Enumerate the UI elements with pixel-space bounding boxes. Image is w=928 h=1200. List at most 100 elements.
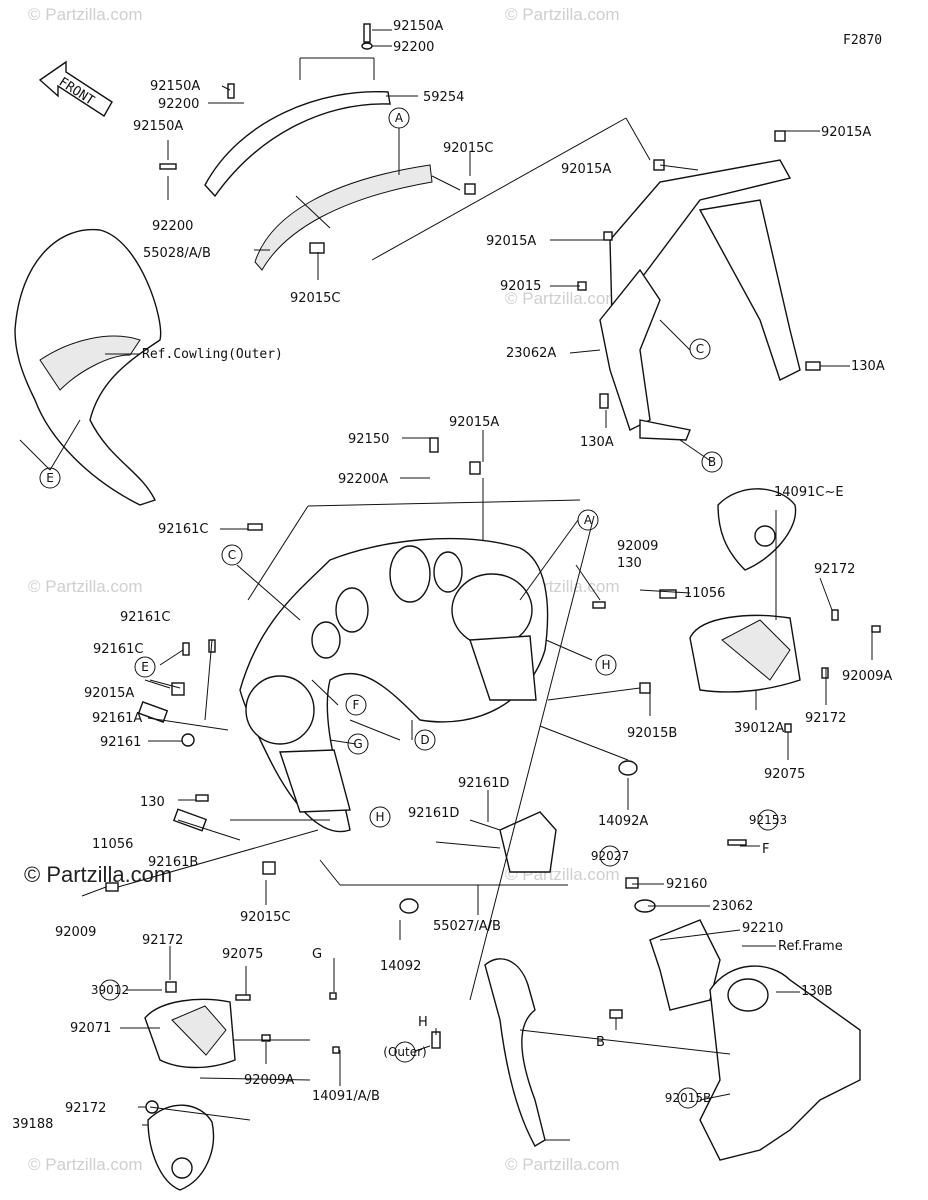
circled-letter-d-mid: D bbox=[414, 729, 436, 751]
callout-14091-a-b: 39188 bbox=[12, 1117, 53, 1132]
callout-92172-bottom: 92009A bbox=[244, 1073, 294, 1088]
watermark-bottom-left: © Partzilla.com bbox=[28, 1155, 143, 1174]
callout-92172-right: 92172 bbox=[814, 562, 855, 577]
bracket-assembly-part bbox=[577, 130, 821, 441]
callout-92015: 92015 bbox=[500, 279, 541, 294]
bracket-55027-part bbox=[499, 811, 557, 873]
svg-text:C: C bbox=[696, 342, 704, 356]
callout-92015a-left: 92015A bbox=[486, 234, 536, 249]
svg-text:A: A bbox=[584, 513, 593, 527]
svg-text:H: H bbox=[601, 658, 610, 672]
watermark-bottom-right: © Partzilla.com bbox=[505, 1155, 620, 1174]
watermark-upper-right: © Partzilla.com bbox=[505, 289, 620, 308]
callout-92009-left: 92009 bbox=[55, 925, 96, 940]
circled-letter-a-mid: A bbox=[577, 509, 599, 531]
circled-letter-g-bottom: 39012 bbox=[91, 979, 129, 1001]
svg-text:(Outer): (Outer) bbox=[383, 1045, 426, 1059]
callout-92071: 92172 bbox=[65, 1101, 106, 1116]
svg-text:92153: 92153 bbox=[749, 813, 787, 827]
svg-text:F: F bbox=[353, 698, 360, 712]
callout-92161c-top: 92161C bbox=[158, 522, 208, 537]
callout-92160: 23062 bbox=[712, 899, 753, 914]
callout-130-right: 130 bbox=[617, 556, 642, 571]
callout-92161a: 92161A bbox=[92, 711, 142, 726]
svg-text:B: B bbox=[708, 455, 716, 469]
callout-23062: 92210 bbox=[742, 921, 783, 936]
circled-letter-a-top: A bbox=[388, 107, 410, 129]
panel-cover-left-part bbox=[147, 1104, 215, 1191]
watermark-top-right: © Partzilla.com bbox=[505, 5, 620, 24]
callout-11056-left: 11056 bbox=[92, 837, 133, 852]
callout-ref-frame: 130B bbox=[801, 984, 832, 999]
callout-92172-right2: 92172 bbox=[805, 711, 846, 726]
callout-92161: 92161 bbox=[100, 735, 141, 750]
callout-92075-right: 92075 bbox=[764, 767, 805, 782]
callout-14091c-e: 14091C~E bbox=[774, 485, 844, 500]
svg-text:D: D bbox=[420, 733, 429, 747]
callout-92210: Ref.Frame bbox=[778, 939, 843, 954]
callout-92161d-top: 92161D bbox=[458, 776, 509, 791]
speaker-housing-right-part bbox=[689, 614, 801, 693]
svg-text:E: E bbox=[141, 660, 149, 674]
callout-92200a: 92200A bbox=[338, 472, 388, 487]
callout-130a-right: 130A bbox=[851, 359, 885, 374]
callout-92015a-mid: 92015A bbox=[561, 162, 611, 177]
callout-92015c-lower: 92015C bbox=[240, 910, 290, 925]
small-hardware bbox=[105, 437, 881, 1114]
circled-letter-b-bottom: 92015B bbox=[665, 1087, 711, 1109]
callout-92150a-left2: 92150A bbox=[133, 119, 183, 134]
callout-130-left: 130 bbox=[140, 795, 165, 810]
callout-39012: 92071 bbox=[70, 1021, 111, 1036]
callout-92161b: 92161B bbox=[148, 855, 198, 870]
circled-letter-f-right: 92027 bbox=[591, 845, 629, 867]
circled-letter-d-right: 92153 bbox=[749, 809, 787, 831]
callout-23062a: 23062A bbox=[506, 346, 556, 361]
svg-text:H: H bbox=[375, 810, 384, 824]
callout-92200-left2: 92200 bbox=[152, 219, 193, 234]
svg-text:C: C bbox=[228, 548, 236, 562]
callout-92009-right: 92009 bbox=[617, 539, 658, 554]
callout-92075-left: G bbox=[312, 947, 322, 962]
circled-letter-c-top: C bbox=[689, 338, 711, 360]
svg-text:A: A bbox=[395, 111, 404, 125]
callout-92009a-bottom: 14091/A/B bbox=[312, 1089, 380, 1104]
circled-letter-c-mid: C bbox=[221, 544, 243, 566]
callout-92161c-mid2: 92161C bbox=[93, 642, 143, 657]
watermark-mid-left: © Partzilla.com bbox=[28, 577, 143, 596]
callout-92009a-right: 92009A bbox=[842, 669, 892, 684]
callout-92027: 92160 bbox=[666, 877, 707, 892]
callout-92015b-right: 92015B bbox=[627, 726, 677, 741]
circled-letter-e-mid: E bbox=[134, 656, 156, 678]
outer-cowling-lower-part bbox=[484, 958, 546, 1147]
callout-92015a-center: 92015A bbox=[449, 415, 499, 430]
circled-letter-e-top: E bbox=[39, 467, 61, 489]
watermark-top-left: © Partzilla.com bbox=[28, 5, 143, 24]
callout-92200-top: 92200 bbox=[393, 40, 434, 55]
front-arrow-icon: FRONT bbox=[38, 60, 113, 117]
windshield-trim-part bbox=[204, 90, 433, 271]
callout-130a-bottom: 130A bbox=[580, 435, 614, 450]
callout-59254: 59254 bbox=[423, 90, 464, 105]
svg-text:G: G bbox=[353, 737, 362, 751]
callout-92161d-bottom: 92161D bbox=[408, 806, 459, 821]
outer-cowling-left-part bbox=[14, 228, 162, 506]
inner-fairing-part bbox=[239, 537, 549, 833]
callout-92200-left: 92200 bbox=[158, 97, 199, 112]
callout-92015c-top: 92015C bbox=[443, 141, 493, 156]
callout-92153: F bbox=[762, 842, 769, 857]
circled-letter-h-mid: H bbox=[595, 654, 617, 676]
callout-39188: H bbox=[418, 1015, 428, 1030]
callout-ref-cowling-outer: Ref.Cowling(Outer) bbox=[142, 347, 283, 362]
callout-92150: 92150 bbox=[348, 432, 389, 447]
frame-assembly-part bbox=[609, 877, 861, 1161]
callout-92150a-left: 92150A bbox=[150, 79, 200, 94]
figure-code: F2870 bbox=[843, 33, 882, 48]
callout-92015a-leftmid: 92015A bbox=[84, 686, 134, 701]
circled-letter-h-bottom: (Outer) bbox=[383, 1041, 427, 1063]
callout-92015a-right: 92015A bbox=[821, 125, 871, 140]
circled-letter-h-mid2: H bbox=[369, 806, 391, 828]
callout-55027: 55027/A/B bbox=[433, 919, 501, 934]
callout-92150a-top: 92150A bbox=[393, 19, 443, 34]
callout-11056-right: 11056 bbox=[684, 586, 725, 601]
